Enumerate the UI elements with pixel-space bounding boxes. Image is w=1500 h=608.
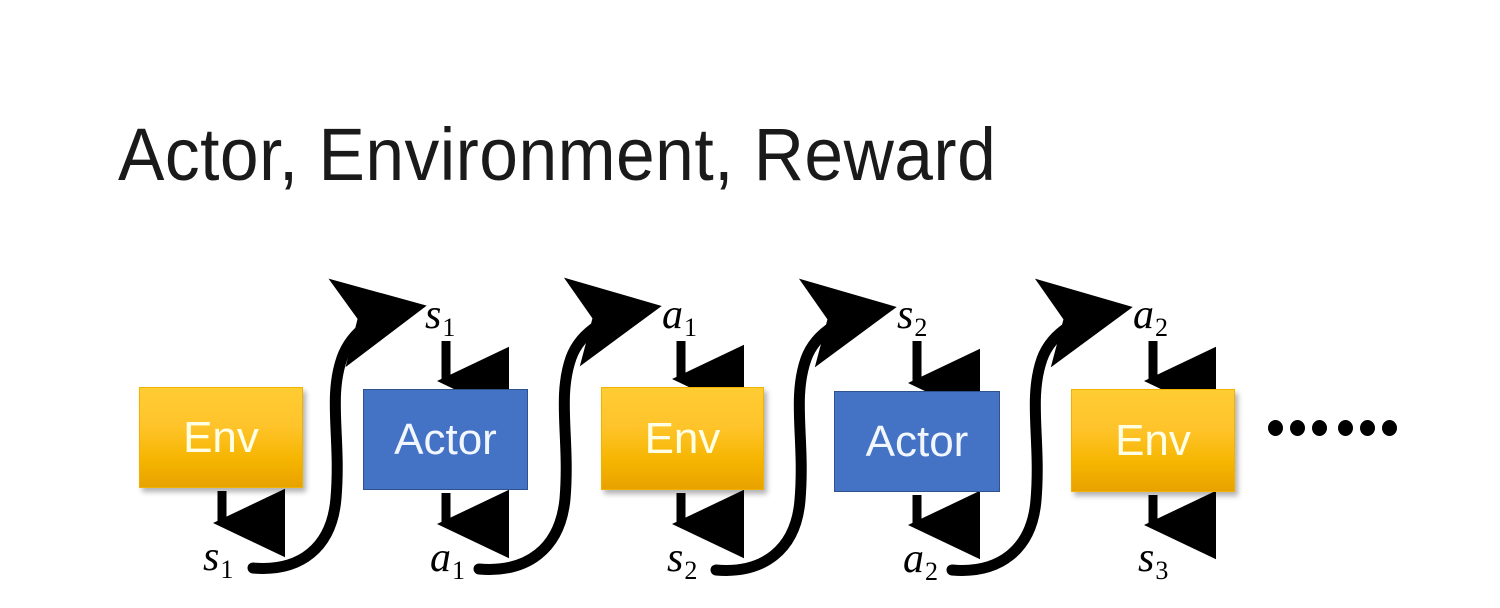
- label-base: a: [430, 535, 451, 581]
- label-subscript: 3: [1155, 555, 1169, 585]
- label-top-s1: s1: [425, 294, 455, 341]
- label-bottom-a1: a1: [430, 537, 465, 584]
- block-label: Env: [1115, 415, 1191, 465]
- block-label: Actor: [394, 414, 497, 464]
- ellipsis-dot: [1338, 420, 1353, 436]
- label-subscript: 2: [914, 312, 928, 342]
- block-label: Actor: [865, 416, 969, 466]
- block-label: Env: [183, 412, 259, 462]
- label-subscript: 2: [925, 556, 939, 586]
- label-subscript: 1: [220, 554, 234, 584]
- label-base: a: [662, 292, 683, 338]
- label-top-s2: s2: [897, 294, 927, 341]
- label-top-a1: a1: [662, 294, 697, 341]
- block-env-2[interactable]: Env: [601, 387, 764, 490]
- block-env-3[interactable]: Env: [1071, 389, 1235, 492]
- label-base: s: [667, 535, 684, 581]
- label-bottom-a2: a2: [903, 538, 938, 585]
- label-base: s: [203, 534, 220, 580]
- label-subscript: 2: [1155, 312, 1169, 342]
- label-base: s: [1138, 535, 1155, 581]
- ellipsis-dot: [1268, 420, 1283, 436]
- block-actor-1[interactable]: Actor: [363, 389, 528, 490]
- block-env-1[interactable]: Env: [139, 387, 303, 488]
- label-base: s: [897, 292, 914, 338]
- ellipsis-dot-group: [1268, 420, 1327, 436]
- ellipsis-dot-group: [1338, 420, 1397, 436]
- label-base: a: [903, 536, 924, 582]
- label-subscript: 2: [684, 555, 698, 585]
- ellipsis-dot: [1290, 420, 1305, 436]
- page-title: Actor, Environment, Reward: [118, 113, 997, 196]
- label-top-a2: a2: [1133, 294, 1168, 341]
- block-label: Env: [644, 413, 721, 463]
- label-base: a: [1133, 292, 1154, 338]
- ellipsis-dot: [1312, 420, 1327, 436]
- label-bottom-s2: s2: [667, 537, 697, 584]
- label-subscript: 1: [452, 555, 466, 585]
- label-subscript: 1: [684, 312, 698, 342]
- block-actor-2[interactable]: Actor: [834, 391, 1000, 492]
- ellipsis-dot: [1360, 420, 1375, 436]
- label-subscript: 1: [442, 312, 456, 342]
- ellipsis-dots: [1268, 420, 1397, 436]
- label-bottom-s1: s1: [203, 536, 233, 583]
- label-bottom-s3: s3: [1138, 537, 1168, 584]
- label-base: s: [425, 292, 442, 338]
- ellipsis-dot: [1382, 420, 1397, 436]
